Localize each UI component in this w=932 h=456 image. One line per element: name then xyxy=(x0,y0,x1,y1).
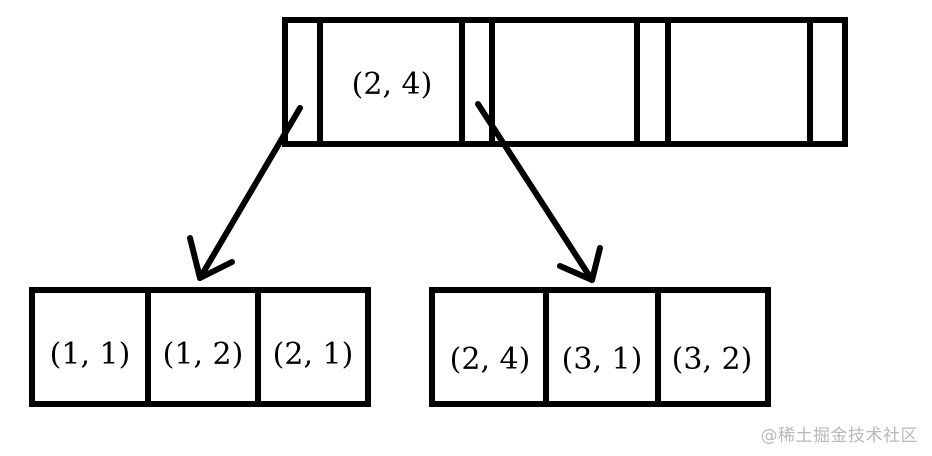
right-leaf-key: (3, 1) xyxy=(562,342,643,377)
right-leaf-node: (2, 4) (3, 1) (3, 2) xyxy=(429,287,771,407)
watermark-text: @稀土掘金技术社区 xyxy=(760,426,918,446)
left-arrow-head xyxy=(187,235,235,281)
left-pointer-arrow xyxy=(187,105,303,281)
left-leaf-key: (2, 1) xyxy=(273,337,354,372)
left-leaf-key: (1, 1) xyxy=(50,337,131,372)
right-arrow-shaft xyxy=(475,101,595,283)
left-arrow-shaft xyxy=(197,105,303,281)
right-pointer-arrow xyxy=(475,101,603,283)
right-leaf-key: (2, 4) xyxy=(450,342,531,377)
left-leaf-node: (1, 1) (1, 2) (2, 1) xyxy=(29,287,371,407)
left-leaf-border xyxy=(29,287,371,407)
right-arrow-head xyxy=(557,245,603,283)
right-leaf-border xyxy=(429,287,771,407)
root-key: (2, 4) xyxy=(352,67,433,102)
root-node: (2, 4) xyxy=(282,17,848,147)
right-leaf-key: (3, 2) xyxy=(672,342,753,377)
left-leaf-key: (1, 2) xyxy=(163,337,244,372)
root-node-border xyxy=(282,17,848,147)
